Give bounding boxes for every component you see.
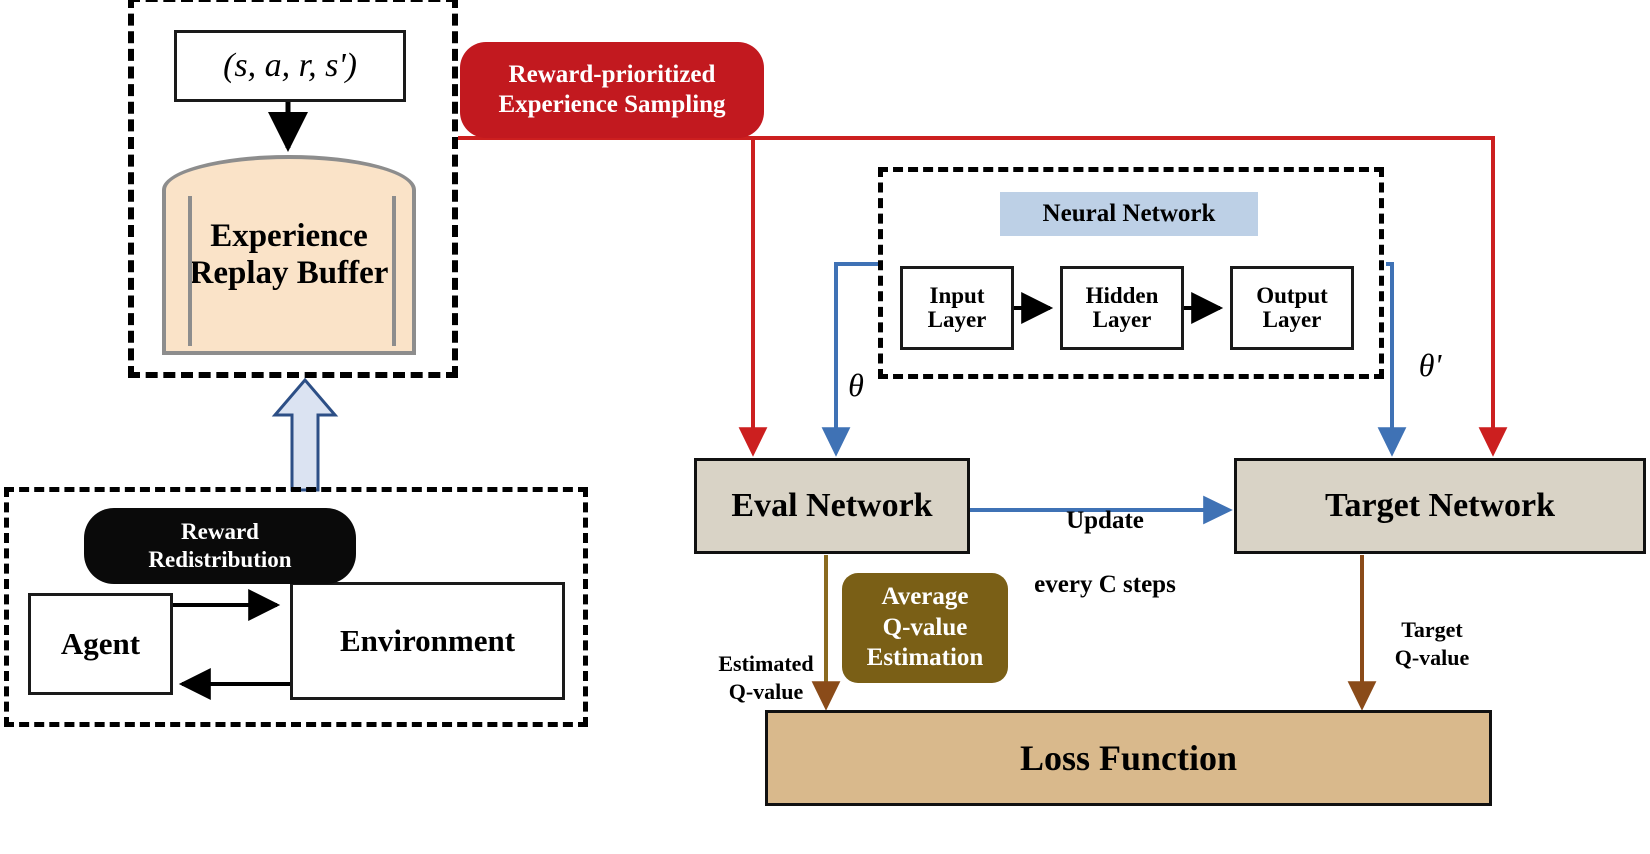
eval-network-box: Eval Network xyxy=(694,458,970,554)
neural-network-header: Neural Network xyxy=(1000,192,1258,236)
update-interval-label: Update every C steps xyxy=(1010,473,1200,601)
target-q-value-label: Target Q-value xyxy=(1366,588,1498,672)
target-network-box: Target Network xyxy=(1234,458,1646,554)
theta-label: θ xyxy=(838,324,874,406)
transition-tuple-box: (s, a, r, s') xyxy=(174,30,406,102)
estimated-q-value-text: Estimated Q-value xyxy=(718,651,814,705)
loss-function-box: Loss Function xyxy=(765,710,1492,806)
reward-prioritized-sampling-badge: Reward-prioritized Experience Sampling xyxy=(460,42,764,138)
target-network-label: Target Network xyxy=(1324,487,1556,524)
update-line2: every C steps xyxy=(1034,571,1176,598)
agent-environment-group xyxy=(4,487,588,727)
environment-box: Environment xyxy=(290,582,565,700)
replay-buffer-group xyxy=(128,0,458,378)
loss-function-label: Loss Function xyxy=(1019,738,1238,778)
experience-replay-buffer: Experience Replay Buffer xyxy=(162,155,416,355)
wire-theta-prime-to-target xyxy=(1377,262,1407,457)
target-q-value-text: Target Q-value xyxy=(1394,617,1470,671)
avg-badge-line2: Q-value xyxy=(882,613,968,641)
sampling-badge-line1: Reward-prioritized xyxy=(508,60,716,88)
theta-prime-symbol: θ' xyxy=(1418,346,1442,383)
agent-label: Agent xyxy=(60,625,141,661)
input-layer-box: Input Layer xyxy=(900,266,1014,350)
hidden-layer-label: Hidden Layer xyxy=(1085,282,1159,332)
average-q-value-estimation-badge: Average Q-value Estimation xyxy=(842,573,1008,683)
estimated-q-value-label: Estimated Q-value xyxy=(700,622,832,706)
block-arrow-experience-to-buffer xyxy=(271,377,339,492)
buffer-rail-left xyxy=(188,196,192,346)
input-layer-label: Input Layer xyxy=(927,282,987,332)
avg-badge-line1: Average xyxy=(881,583,969,611)
output-layer-box: Output Layer xyxy=(1230,266,1354,350)
transition-tuple-label: (s, a, r, s') xyxy=(223,47,357,85)
buffer-rail-right xyxy=(392,196,396,346)
reward-badge-line1: Reward xyxy=(181,518,259,544)
avg-badge-line3: Estimation xyxy=(866,644,984,672)
neural-network-header-label: Neural Network xyxy=(1042,200,1216,227)
theta-symbol: θ xyxy=(848,366,864,403)
eval-network-label: Eval Network xyxy=(731,487,933,524)
agent-box: Agent xyxy=(28,593,173,695)
reward-redistribution-badge: Reward Redistribution xyxy=(84,508,356,584)
hidden-layer-box: Hidden Layer xyxy=(1060,266,1184,350)
buffer-label: Experience Replay Buffer xyxy=(189,218,389,291)
update-line1: Update xyxy=(1066,507,1144,534)
wire-sampling-to-eval xyxy=(458,136,768,457)
output-layer-label: Output Layer xyxy=(1256,282,1328,332)
environment-label: Environment xyxy=(339,622,516,658)
neural-network-group xyxy=(878,167,1384,379)
theta-prime-label: θ' xyxy=(1406,304,1454,386)
sampling-badge-line2: Experience Sampling xyxy=(498,91,726,118)
reward-badge-line2: Redistribution xyxy=(148,547,292,572)
